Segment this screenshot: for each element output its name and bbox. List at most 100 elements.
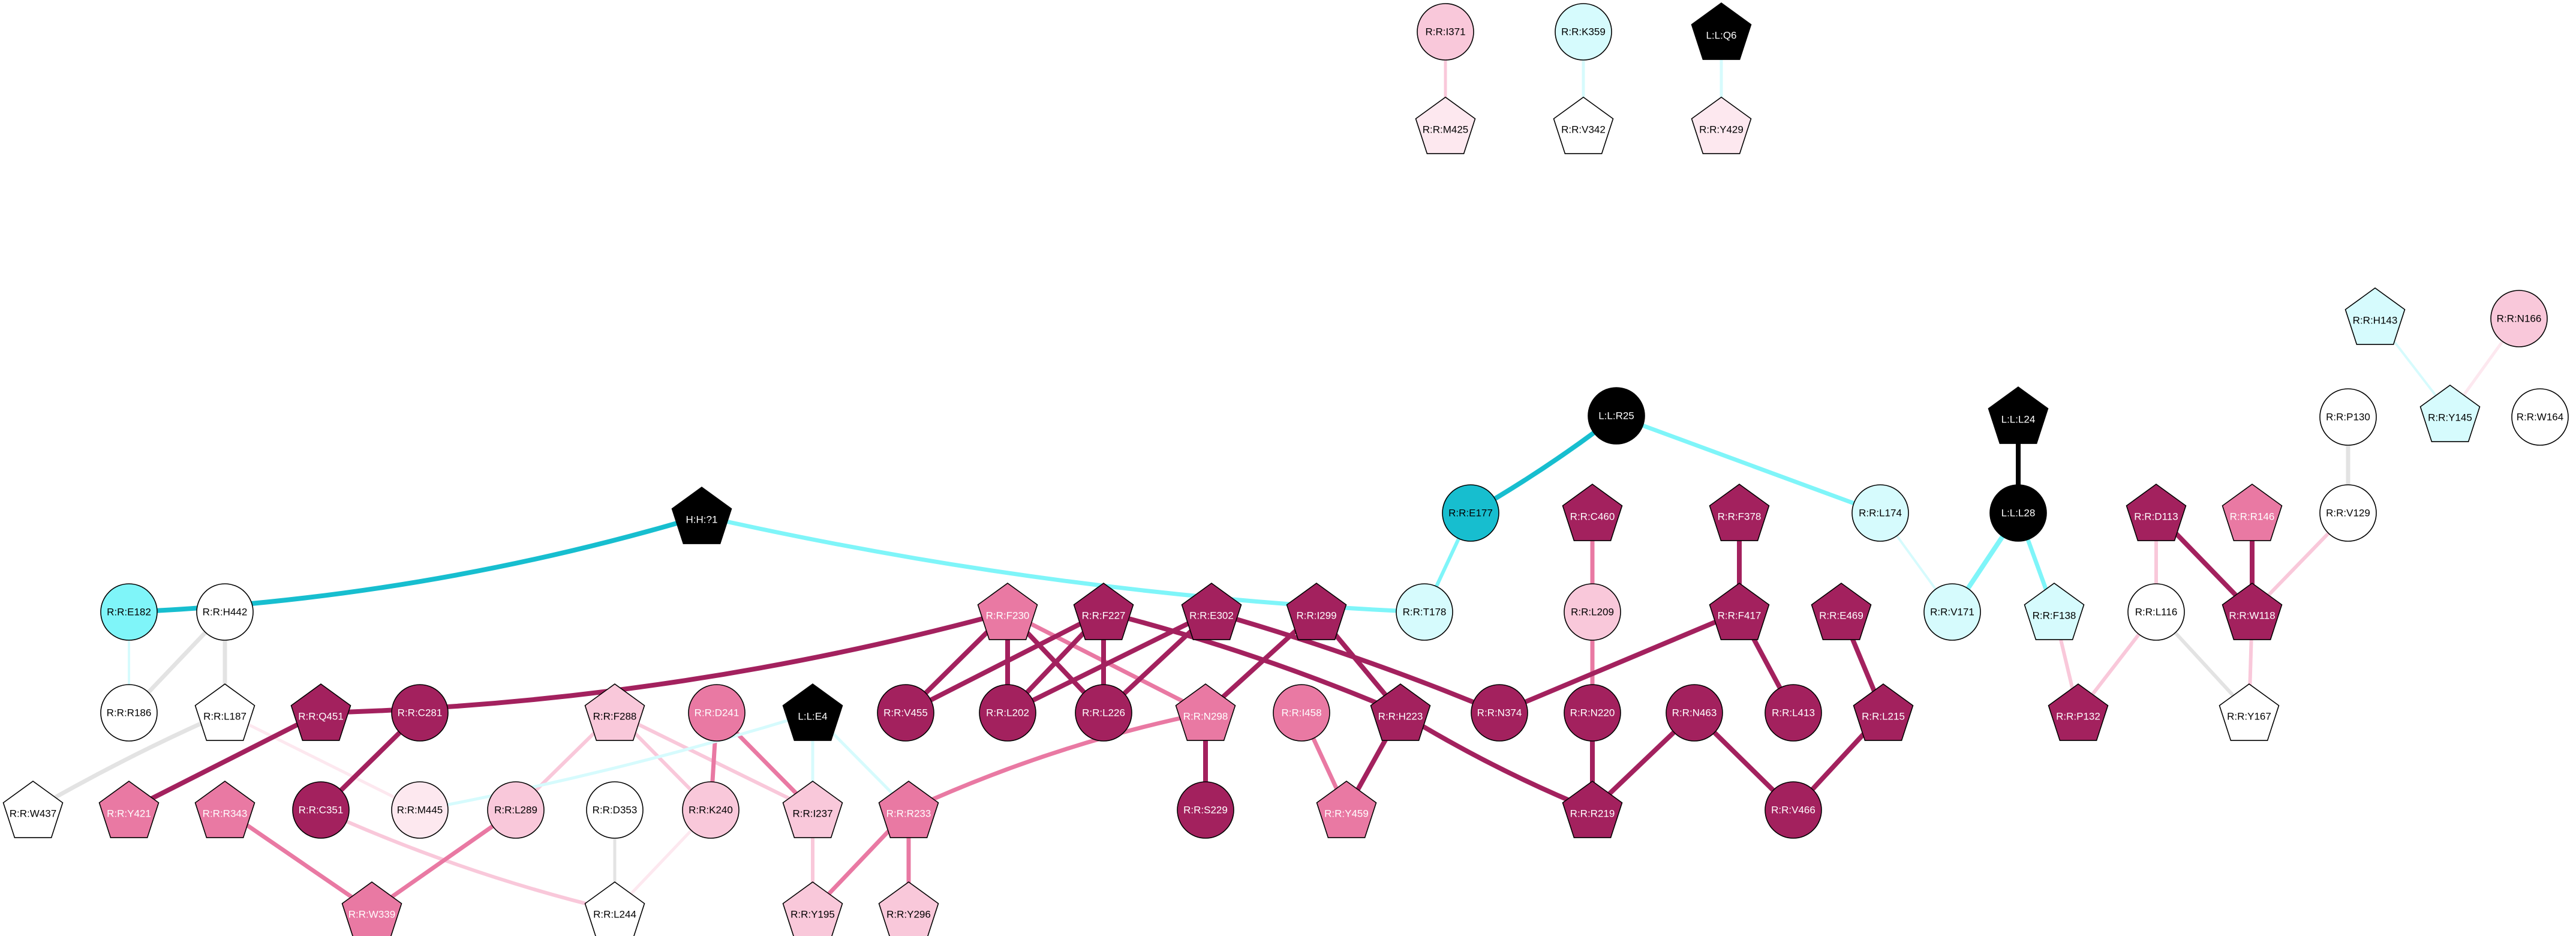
node-pentagon-shape <box>1553 97 1614 154</box>
node-r-r-v342[interactable]: R:R:V342 <box>1553 97 1614 154</box>
node-r-r-n463[interactable]: R:R:N463 <box>1666 684 1723 742</box>
node-l-l-r25[interactable]: L:L:R25 <box>1588 387 1645 445</box>
node-r-r-r343[interactable]: R:R:R343 <box>194 781 256 838</box>
node-label: R:R:I237 <box>792 808 832 820</box>
node-r-r-p132[interactable]: R:R:P132 <box>2048 683 2109 741</box>
node-r-r-s229[interactable]: R:R:S229 <box>1177 781 1234 839</box>
node-label: R:R:R233 <box>886 808 931 820</box>
node-l-l-l24[interactable]: L:L:L24 <box>1988 386 2049 444</box>
node-r-r-i371[interactable]: R:R:I371 <box>1417 3 1474 61</box>
node-r-r-l116[interactable]: R:R:L116 <box>2127 583 2185 641</box>
node-label: H:H:?1 <box>686 514 718 526</box>
node-r-r-f378[interactable]: R:R:F378 <box>1709 484 1770 541</box>
node-r-r-c351[interactable]: R:R:C351 <box>292 781 350 839</box>
node-r-r-d353[interactable]: R:R:D353 <box>586 781 644 839</box>
node-r-r-r186[interactable]: R:R:R186 <box>100 684 158 742</box>
node-r-r-i237[interactable]: R:R:I237 <box>782 781 843 838</box>
node-r-r-i458[interactable]: R:R:I458 <box>1273 684 1330 742</box>
node-pentagon-shape <box>1073 583 1134 640</box>
node-r-r-e182[interactable]: R:R:E182 <box>100 583 158 641</box>
node-r-r-y296[interactable]: R:R:Y296 <box>878 881 939 936</box>
node-r-r-i299[interactable]: R:R:I299 <box>1286 583 1347 640</box>
node-r-r-l187[interactable]: R:R:L187 <box>194 683 256 741</box>
node-r-r-k240[interactable]: R:R:K240 <box>682 781 740 839</box>
node-r-r-f138[interactable]: R:R:F138 <box>2024 583 2085 640</box>
node-r-r-y145[interactable]: R:R:Y145 <box>2419 385 2481 442</box>
node-l-l-e4[interactable]: L:L:E4 <box>782 683 843 741</box>
node-l-l-l28[interactable]: L:L:L28 <box>1989 484 2047 542</box>
node-r-r-f227[interactable]: R:R:F227 <box>1073 583 1134 640</box>
node-label: R:R:V342 <box>1561 124 1606 136</box>
node-r-r-l215[interactable]: R:R:L215 <box>1853 683 1914 741</box>
node-circle-shape <box>1765 684 1822 742</box>
node-r-r-d241[interactable]: R:R:D241 <box>688 684 746 742</box>
node-r-r-m445[interactable]: R:R:M445 <box>391 781 449 839</box>
node-r-r-t178[interactable]: R:R:T178 <box>1396 583 1453 641</box>
node-r-r-v466[interactable]: R:R:V466 <box>1765 781 1822 839</box>
node-r-r-w437[interactable]: R:R:W437 <box>2 781 64 838</box>
node-circle-shape <box>292 781 350 839</box>
node-r-r-c460[interactable]: R:R:C460 <box>1562 484 1623 541</box>
node-pentagon-shape <box>2 781 64 838</box>
node-h-h-1[interactable]: H:H:?1 <box>671 487 732 544</box>
node-label: R:R:L187 <box>203 711 247 722</box>
edge-rrc351-rrl244 <box>319 808 617 913</box>
node-r-r-h223[interactable]: R:R:H223 <box>1370 683 1431 741</box>
node-r-r-r146[interactable]: R:R:R146 <box>2222 484 2283 541</box>
node-pentagon-shape <box>2419 385 2481 442</box>
node-label: R:R:E302 <box>1189 610 1234 622</box>
node-r-r-p130[interactable]: R:R:P130 <box>2319 388 2377 446</box>
node-r-r-k359[interactable]: R:R:K359 <box>1555 3 1612 61</box>
node-l-l-q6[interactable]: L:L:Q6 <box>1691 2 1752 60</box>
node-r-r-y195[interactable]: R:R:Y195 <box>782 881 843 936</box>
node-r-r-y429[interactable]: R:R:Y429 <box>1691 97 1752 154</box>
node-pentagon-shape <box>1709 583 1770 640</box>
node-r-r-l202[interactable]: R:R:L202 <box>979 684 1036 742</box>
node-r-r-r219[interactable]: R:R:R219 <box>1562 781 1623 838</box>
node-r-r-r233[interactable]: R:R:R233 <box>878 781 939 838</box>
node-r-r-e469[interactable]: R:R:E469 <box>1811 583 1872 640</box>
node-label: R:R:H442 <box>203 607 248 618</box>
node-r-r-l244[interactable]: R:R:L244 <box>584 881 645 936</box>
node-circle-shape <box>1442 484 1499 542</box>
node-r-r-m425[interactable]: R:R:M425 <box>1415 97 1476 154</box>
node-r-r-y421[interactable]: R:R:Y421 <box>98 781 160 838</box>
node-r-r-y167[interactable]: R:R:Y167 <box>2219 683 2280 741</box>
node-r-r-e177[interactable]: R:R:E177 <box>1442 484 1499 542</box>
node-r-r-d113[interactable]: R:R:D113 <box>2126 484 2187 541</box>
node-r-r-e302[interactable]: R:R:E302 <box>1181 583 1242 640</box>
node-label: L:L:E4 <box>798 711 827 722</box>
node-circle-shape <box>1471 684 1528 742</box>
node-r-r-f230[interactable]: R:R:F230 <box>977 583 1038 640</box>
node-r-r-v171[interactable]: R:R:V171 <box>1923 583 1981 641</box>
node-r-r-l413[interactable]: R:R:L413 <box>1765 684 1822 742</box>
node-r-r-n220[interactable]: R:R:N220 <box>1564 684 1621 742</box>
node-r-r-f417[interactable]: R:R:F417 <box>1709 583 1770 640</box>
node-r-r-l226[interactable]: R:R:L226 <box>1075 684 1132 742</box>
node-circle-shape <box>688 684 746 742</box>
node-r-r-n298[interactable]: R:R:N298 <box>1175 683 1236 741</box>
node-r-r-l209[interactable]: R:R:L209 <box>1564 583 1621 641</box>
node-pentagon-shape <box>98 781 160 838</box>
node-r-r-w164[interactable]: R:R:W164 <box>2511 388 2569 446</box>
node-label: R:R:L289 <box>494 805 537 816</box>
node-r-r-l289[interactable]: R:R:L289 <box>487 781 545 839</box>
node-r-r-f288[interactable]: R:R:F288 <box>584 683 645 741</box>
node-r-r-h143[interactable]: R:R:H143 <box>2344 287 2406 345</box>
node-label: R:R:H223 <box>1378 711 1423 722</box>
node-r-r-y459[interactable]: R:R:Y459 <box>1316 781 1377 838</box>
node-r-r-c281[interactable]: R:R:C281 <box>391 684 449 742</box>
node-r-r-n166[interactable]: R:R:N166 <box>2490 290 2548 347</box>
node-r-r-w118[interactable]: R:R:W118 <box>2222 583 2283 640</box>
node-circle-shape <box>586 781 644 839</box>
node-label: R:R:M425 <box>1423 124 1469 136</box>
node-r-r-l174[interactable]: R:R:L174 <box>1851 484 1909 542</box>
node-pentagon-shape <box>2222 583 2283 640</box>
node-r-r-q451[interactable]: R:R:Q451 <box>290 683 351 741</box>
node-r-r-h442[interactable]: R:R:H442 <box>196 583 254 641</box>
node-r-r-w339[interactable]: R:R:W339 <box>341 881 402 936</box>
node-r-r-v455[interactable]: R:R:V455 <box>877 684 934 742</box>
node-r-r-v129[interactable]: R:R:V129 <box>2319 484 2377 542</box>
node-label: R:R:V466 <box>1771 805 1815 816</box>
node-r-r-n374[interactable]: R:R:N374 <box>1471 684 1528 742</box>
